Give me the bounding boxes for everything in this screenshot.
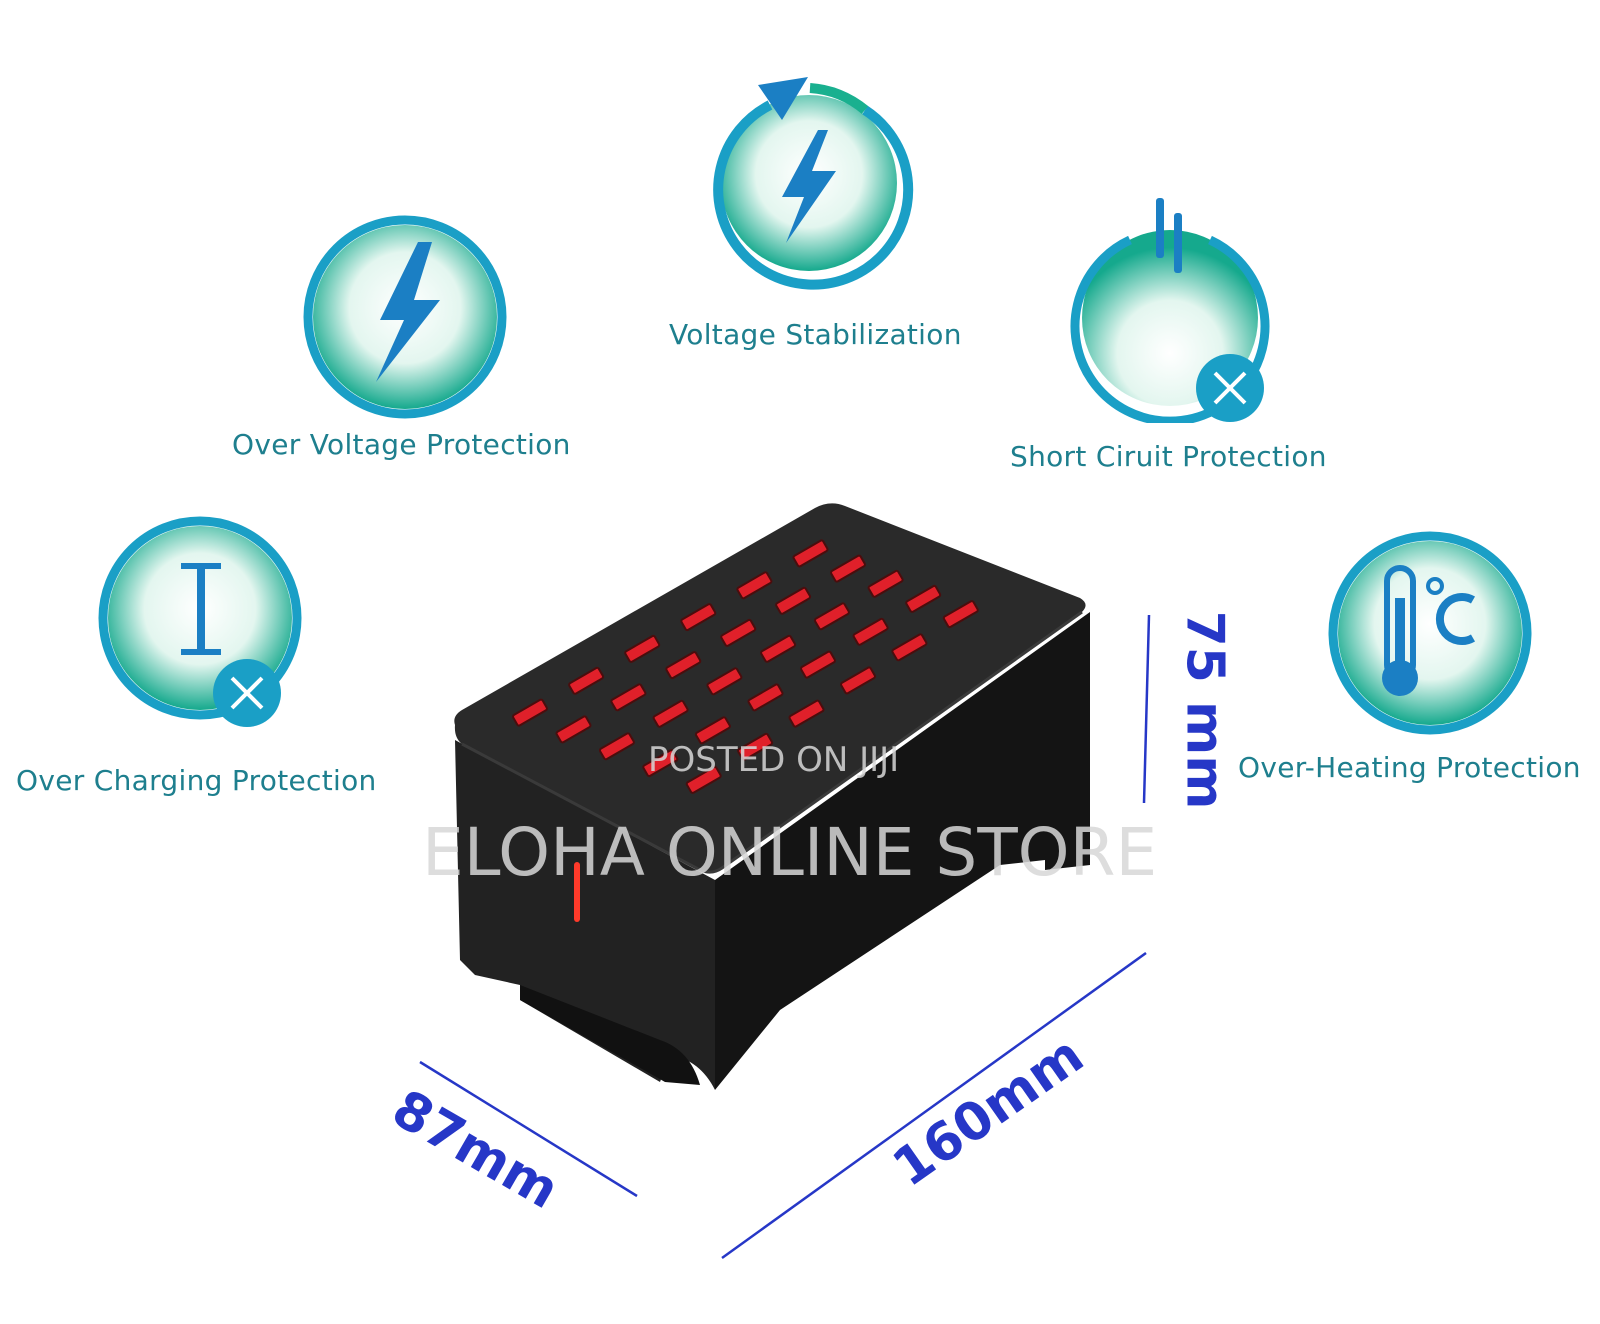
usb-port [610, 683, 647, 712]
usb-port [706, 667, 743, 696]
usb-charger-station [454, 503, 1090, 1090]
usb-port [736, 571, 773, 600]
lightning-icon [303, 215, 507, 419]
usb-port [642, 749, 679, 778]
feature-over-voltage-protection [300, 212, 510, 422]
feature-voltage-stabilization [700, 75, 930, 290]
usb-port [665, 651, 702, 680]
feature-label-short-circuit-protection: Short Ciruit Protection [1010, 440, 1327, 473]
usb-port [840, 666, 876, 695]
watermark-store-name: ELOHA ONLINE STORE [422, 814, 1158, 891]
feature-short-circuit-protection [1070, 188, 1270, 423]
power-off-icon [1070, 198, 1270, 423]
usb-port [737, 732, 774, 761]
current-x-icon [98, 516, 302, 727]
usb-port [624, 634, 661, 663]
usb-port [867, 569, 904, 598]
feature-label-over-charging-protection: Over Charging Protection [16, 764, 377, 797]
usb-port [512, 698, 548, 727]
feature-over-charging-protection [97, 515, 307, 735]
usb-port [905, 584, 942, 613]
thermometer-celsius-icon [1328, 531, 1532, 735]
usb-port [852, 617, 889, 646]
usb-port [792, 539, 829, 568]
usb-port [760, 634, 797, 663]
dimension-label-height: 75 mm [1174, 610, 1235, 810]
feature-over-heating-protection [1325, 528, 1535, 738]
usb-port [747, 683, 784, 712]
usb-port [788, 699, 825, 728]
usb-port-grid [512, 539, 979, 794]
usb-port [598, 732, 635, 761]
usb-port [568, 666, 605, 695]
usb-port [800, 650, 836, 679]
length-dimension-line [721, 951, 1147, 1260]
depth-dimension-line [419, 1060, 638, 1198]
lightning-refresh-icon [713, 77, 914, 290]
feature-label-over-voltage-protection: Over Voltage Protection [232, 428, 571, 461]
feature-label-voltage-stabilization: Voltage Stabilization [669, 318, 962, 351]
usb-port [720, 618, 757, 647]
usb-port [775, 586, 812, 615]
usb-port [685, 765, 722, 794]
watermark-posted-on-jiji: POSTED ON JIJI [648, 740, 900, 780]
usb-port [891, 633, 928, 662]
power-indicator-light [574, 862, 580, 922]
usb-port [555, 715, 592, 744]
usb-port [942, 600, 979, 629]
feature-label-over-heating-protection: Over-Heating Protection [1238, 751, 1581, 784]
usb-port [813, 602, 850, 631]
height-dimension-line [1142, 614, 1151, 804]
usb-port [652, 699, 689, 728]
usb-port [694, 716, 731, 745]
usb-port [680, 603, 717, 632]
usb-port [830, 554, 866, 583]
